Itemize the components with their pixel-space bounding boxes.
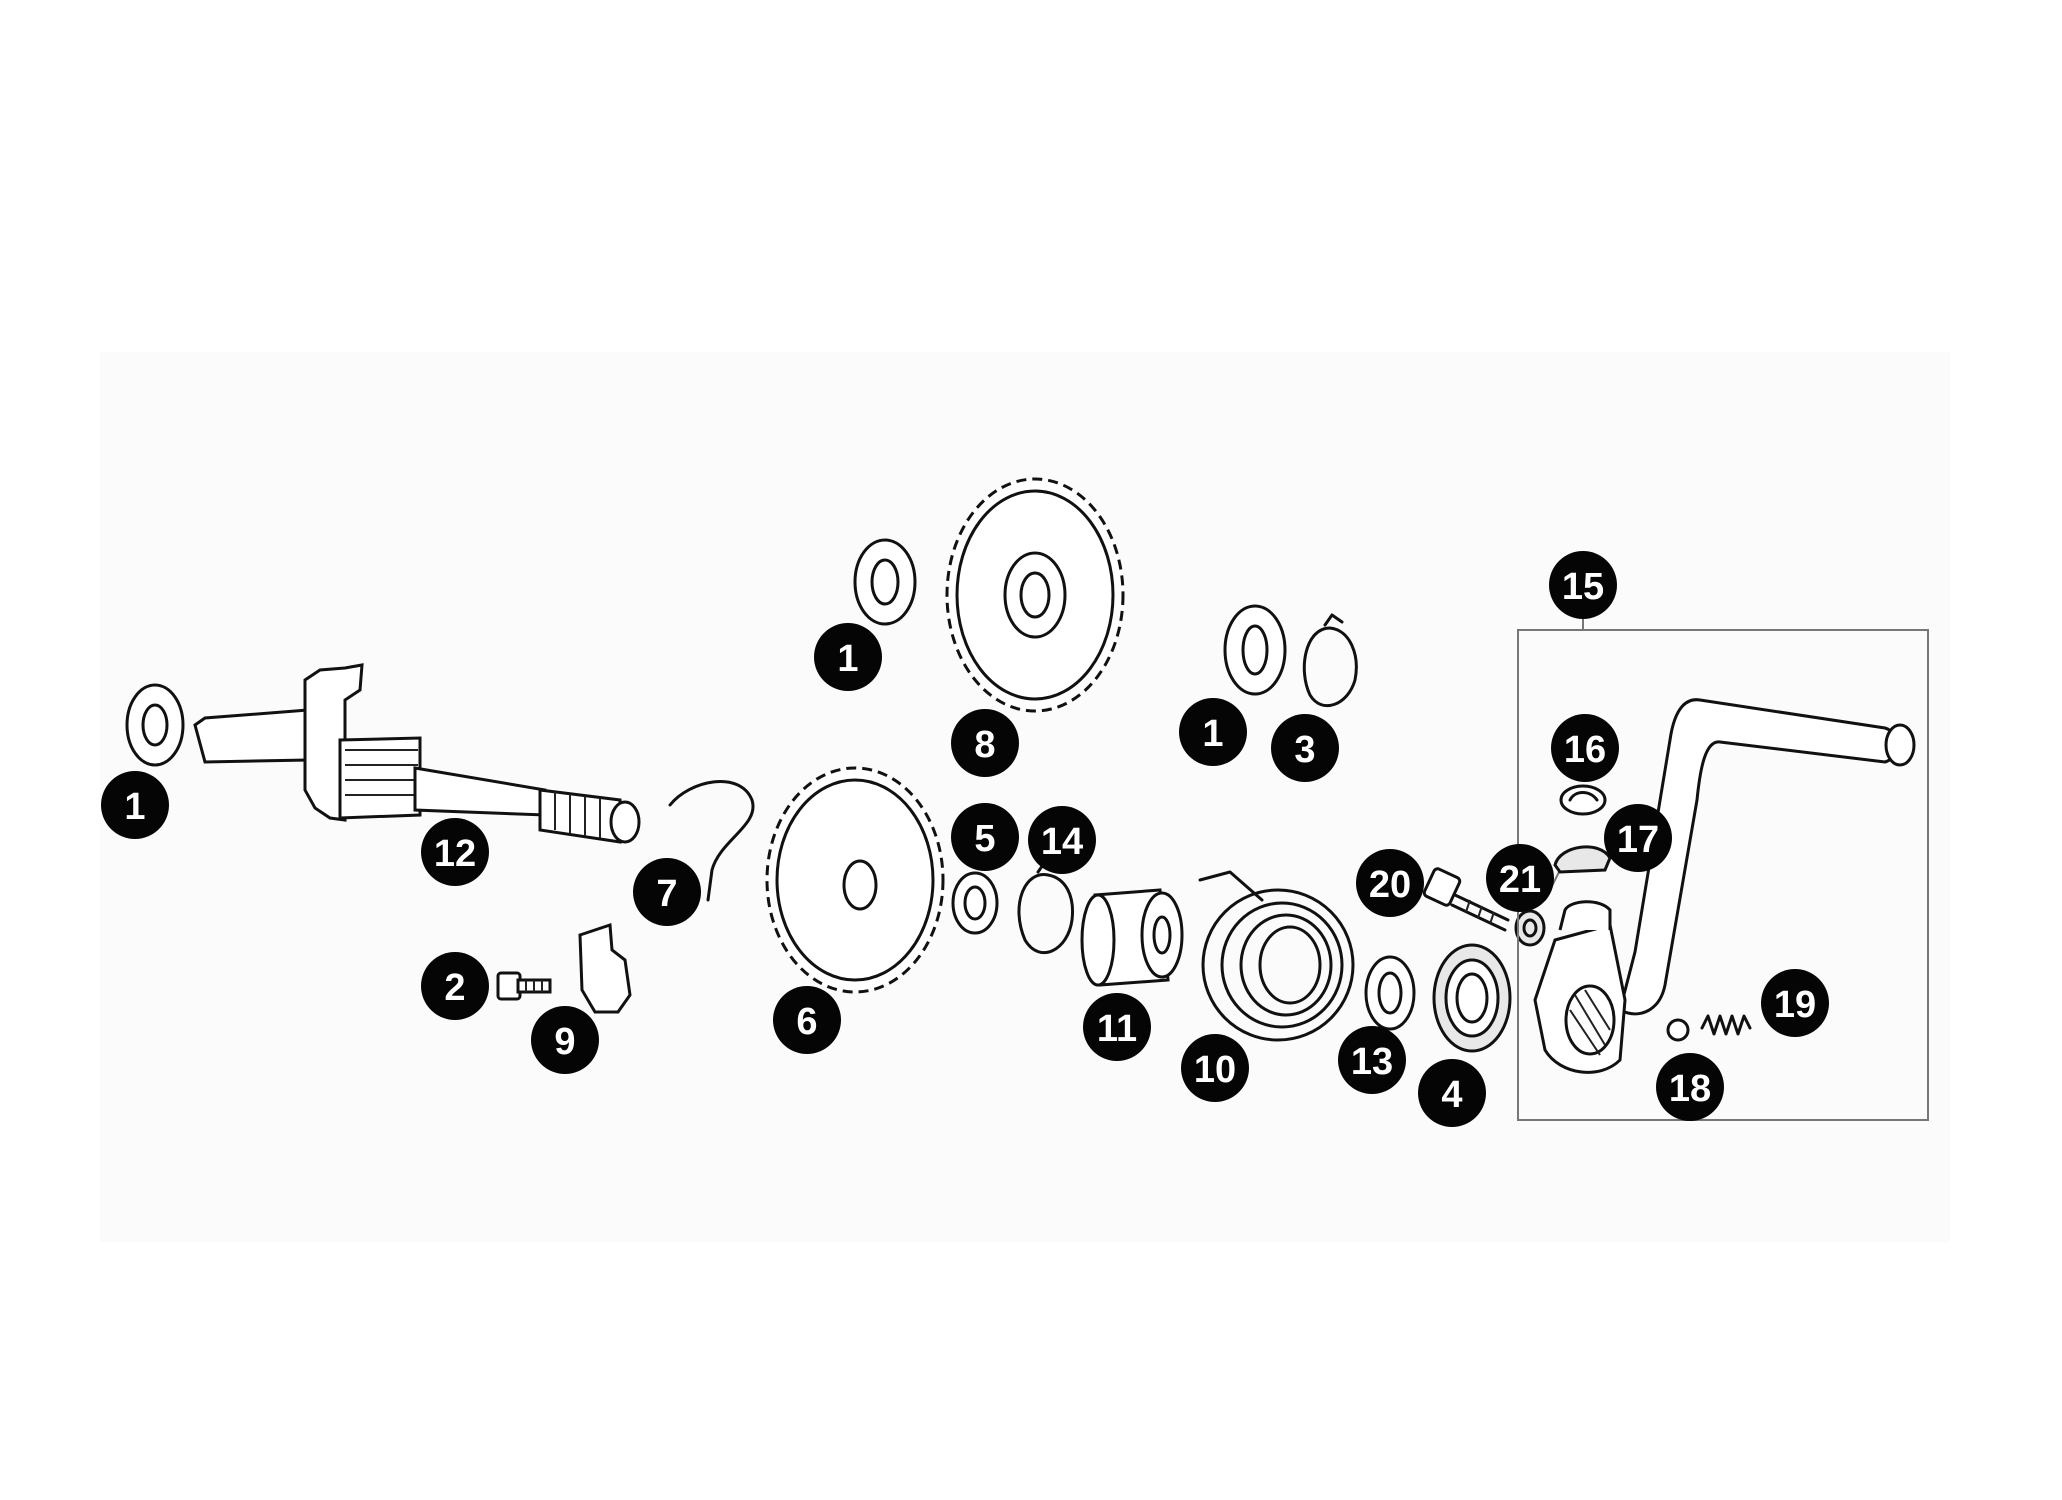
callout-badge-8: 8 (951, 709, 1019, 777)
svg-text:12: 12 (434, 833, 476, 875)
svg-text:5: 5 (974, 818, 995, 860)
callout-badge-11: 11 (1083, 993, 1151, 1061)
svg-text:3: 3 (1294, 729, 1315, 771)
svg-text:2: 2 (444, 967, 465, 1009)
washer-part-13 (1364, 955, 1416, 1031)
ball-part-18 (1666, 1018, 1690, 1042)
washer-part-5 (951, 871, 999, 935)
callout-badge-19: 19 (1761, 969, 1829, 1037)
callout-badge-10: 10 (1181, 1034, 1249, 1102)
svg-text:20: 20 (1369, 864, 1411, 906)
washer-part-1-right (1223, 604, 1287, 696)
idler-gear-part-8 (945, 477, 1125, 713)
svg-text:4: 4 (1441, 1074, 1462, 1116)
bolt-part-20 (1422, 867, 1510, 932)
svg-text:19: 19 (1774, 984, 1816, 1026)
svg-text:1: 1 (1202, 713, 1223, 755)
svg-text:17: 17 (1617, 819, 1659, 861)
kickstart-gear-part-6 (765, 766, 945, 994)
collar-part-11 (1080, 888, 1184, 987)
washer-part-1-left (125, 683, 185, 767)
callout-badge-5: 5 (951, 803, 1019, 871)
callout-badge-1: 1 (1179, 698, 1247, 766)
callout-badge-6: 6 (773, 986, 841, 1054)
oil-seal-part-4 (1432, 943, 1512, 1053)
svg-text:16: 16 (1564, 729, 1606, 771)
svg-text:13: 13 (1351, 1041, 1393, 1083)
callout-badge-20: 20 (1356, 849, 1424, 917)
callout-badge-21: 21 (1486, 844, 1554, 912)
svg-text:1: 1 (124, 786, 145, 828)
svg-text:9: 9 (554, 1021, 575, 1063)
svg-text:7: 7 (656, 873, 677, 915)
svg-text:21: 21 (1499, 859, 1541, 901)
callout-badge-1: 1 (814, 623, 882, 691)
svg-text:18: 18 (1669, 1068, 1711, 1110)
clip-part-16 (1559, 784, 1607, 816)
kickstart-spindle-part-12 (193, 663, 641, 844)
callout-badge-16: 16 (1551, 714, 1619, 782)
svg-text:1: 1 (837, 638, 858, 680)
callout-badge-15: 15 (1549, 551, 1617, 619)
callout-badge-1: 1 (101, 771, 169, 839)
svg-text:14: 14 (1041, 821, 1083, 863)
spring-part-19 (1700, 1014, 1752, 1036)
callout-badge-12: 12 (421, 818, 489, 886)
svg-text:11: 11 (1097, 1008, 1137, 1050)
bolt-part-2 (496, 971, 552, 1001)
circlip-part-3 (1302, 613, 1358, 708)
svg-text:10: 10 (1194, 1049, 1236, 1091)
svg-text:15: 15 (1562, 566, 1604, 608)
callout-badge-7: 7 (633, 858, 701, 926)
callout-badge-18: 18 (1656, 1053, 1724, 1121)
return-spring-part-10 (1198, 870, 1355, 1042)
nut-part-21 (1514, 909, 1546, 947)
guide-plate-part-9 (578, 922, 632, 1014)
callout-badge-2: 2 (421, 952, 489, 1020)
callout-badge-4: 4 (1418, 1059, 1486, 1127)
callout-badge-14: 14 (1028, 806, 1096, 874)
callout-badge-3: 3 (1271, 714, 1339, 782)
spring-clip-part-7 (668, 780, 755, 902)
washer-part-1-upper (853, 538, 917, 626)
callout-badge-17: 17 (1604, 804, 1672, 872)
kick-starter-arm-part-15 (1533, 698, 1916, 1074)
svg-text:6: 6 (796, 1001, 817, 1043)
pawl-part-17 (1553, 845, 1612, 874)
callout-badge-9: 9 (531, 1006, 599, 1074)
svg-text:8: 8 (974, 724, 995, 766)
callout-badge-13: 13 (1338, 1026, 1406, 1094)
